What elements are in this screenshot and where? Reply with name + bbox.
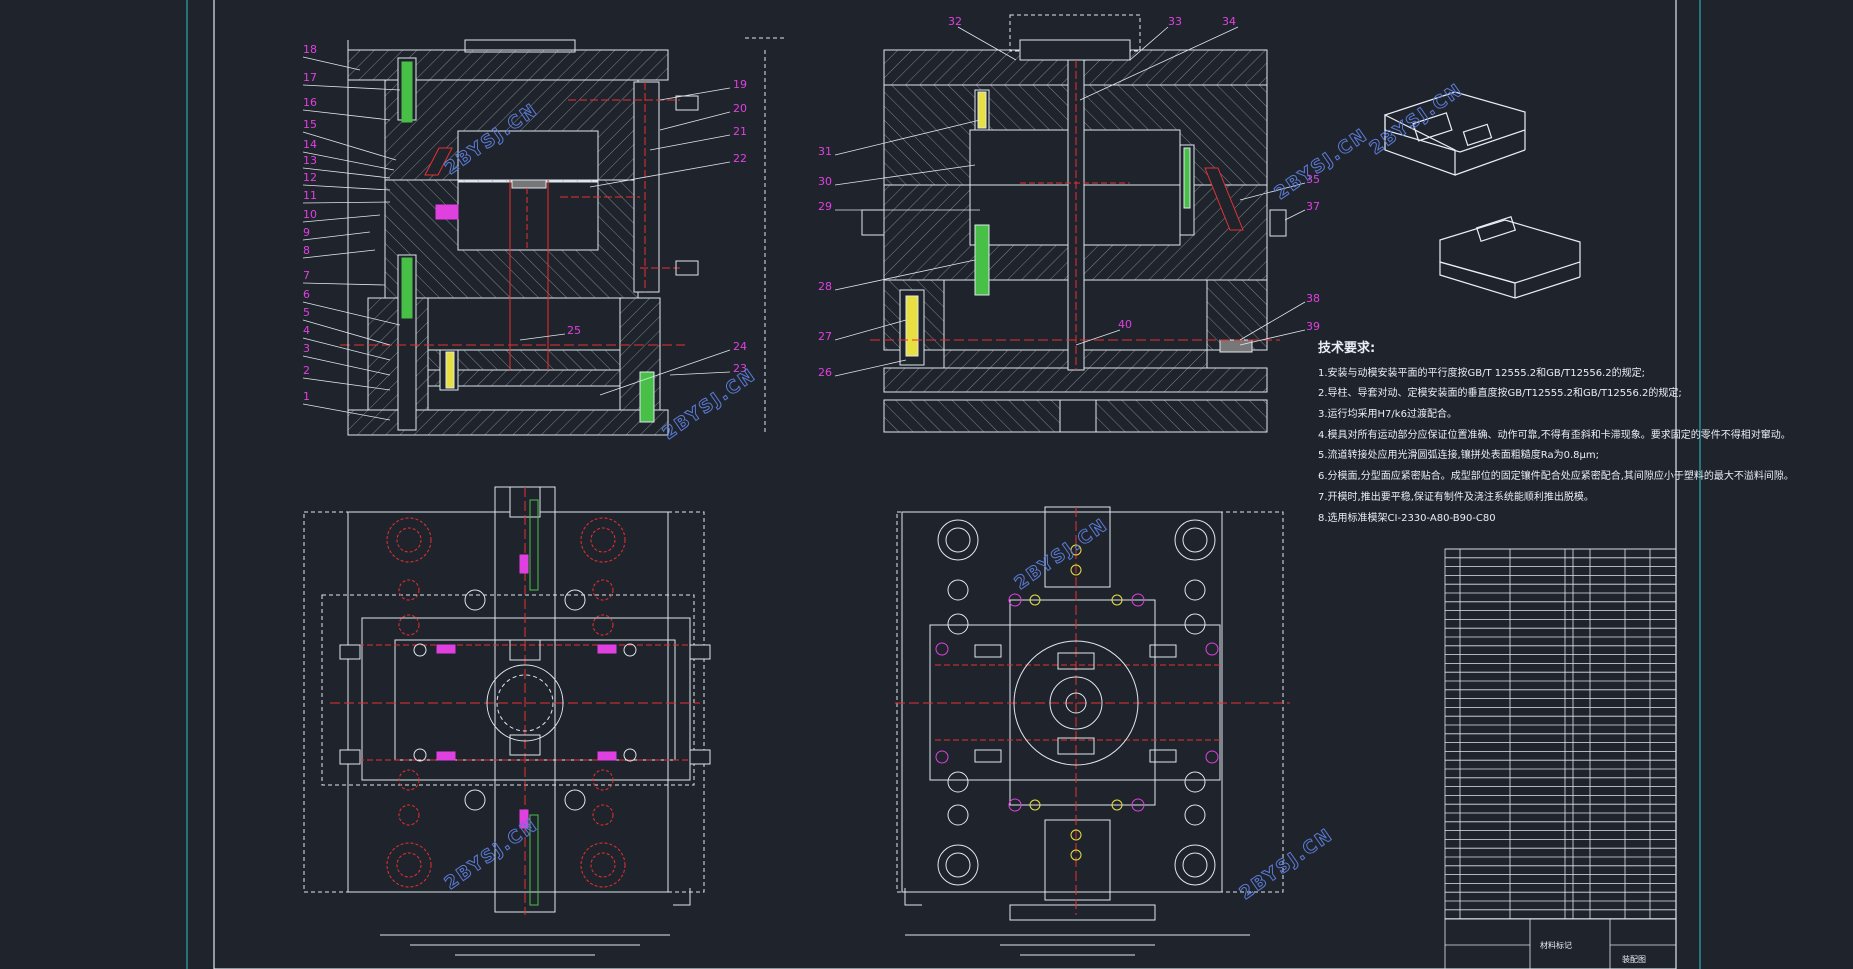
watermark: 2BYSJ.CN [441,814,542,894]
label-30: 30 [818,175,832,188]
label-38: 38 [1306,292,1320,305]
product-isometric-bottom [1439,216,1581,299]
label-27: 27 [818,330,832,343]
label-24: 24 [733,340,747,353]
watermark: 2BYSJ.CN [1236,824,1337,904]
label-29: 29 [818,200,832,213]
watermark: 2BYSJ.CN [659,364,760,444]
section-view-left [340,37,785,436]
label-20: 20 [733,102,747,115]
label-34: 34 [1222,15,1236,28]
label-28: 28 [818,280,832,293]
label-17: 17 [303,71,317,84]
product-isometric-top [1384,91,1526,176]
tech-requirement-7: 7.开模时,推出要平稳,保证有制件及浇注系统能顺利推出脱模。 [1318,490,1594,503]
watermark: 2BYSJ.CN [1366,79,1467,159]
label-16: 16 [303,96,317,109]
tech-requirements-title: 技术要求: [1318,340,1375,356]
left-view-labels: 18 17 16 15 14 13 12 11 10 9 8 7 6 5 4 3… [302,43,747,421]
title-block: 材料标记 装配图 [1444,918,1677,969]
label-4: 4 [303,324,310,337]
watermark: 2BYSJ.CN [1011,514,1112,594]
material-label: 材料标记 [1540,940,1572,950]
tech-requirement-3: 3.运行均采用H7/k6过渡配合。 [1318,407,1457,420]
label-12: 12 [303,171,317,184]
label-18: 18 [303,43,317,56]
right-view-labels: 32 33 34 31 30 29 28 27 26 35 37 38 39 4… [818,15,1320,379]
watermark: 2BYSJ.CN [1271,124,1372,204]
tech-requirement-5: 5.流道转接处应用光滑圆弧连接,镶拼处表面粗糙度Ra为0.8μm; [1318,448,1599,461]
plan-view-left [303,486,711,956]
label-23: 23 [733,362,747,375]
label-14: 14 [303,138,317,151]
tech-requirement-2: 2.导柱、导套对动、定模安装面的垂直度按GB/T12555.2和GB/T1255… [1318,386,1682,399]
tech-requirements: 技术要求: 1.安装与动模安装平面的平行度按GB/T 12555.2和GB/T1… [1318,340,1794,524]
label-15: 15 [303,118,317,131]
label-22: 22 [733,152,747,165]
label-7: 7 [303,269,310,282]
tech-requirement-8: 8.选用标准模架CI-2330-A80-B90-C80 [1318,511,1496,524]
label-10: 10 [303,208,317,221]
label-6: 6 [303,288,310,301]
label-3: 3 [303,342,310,355]
label-2: 2 [303,364,310,377]
label-32: 32 [948,15,962,28]
label-35: 35 [1306,173,1320,186]
plan-view-right [895,506,1290,956]
label-8: 8 [303,244,310,257]
drawing-name: 装配图 [1622,954,1646,964]
label-19: 19 [733,78,747,91]
sheet-frame [186,0,1701,969]
label-40: 40 [1118,318,1132,331]
tech-requirement-6: 6.分模面,分型面应紧密贴合。成型部位的固定镶件配合处应紧密配合,其间隙应小于塑… [1318,469,1794,482]
label-25: 25 [567,324,581,337]
label-33: 33 [1168,15,1182,28]
label-13: 13 [303,154,317,167]
label-1: 1 [303,390,310,403]
label-5: 5 [303,306,310,319]
tech-requirement-4: 4.模具对所有运动部分应保证位置准确、动作可靠,不得有歪斜和卡滞现象。要求固定的… [1318,428,1791,441]
label-9: 9 [303,226,310,239]
section-view-right [861,14,1287,433]
label-37: 37 [1306,200,1320,213]
label-11: 11 [303,189,317,202]
label-39: 39 [1306,320,1320,333]
tech-requirement-1: 1.安装与动模安装平面的平行度按GB/T 12555.2和GB/T12556.2… [1318,366,1645,379]
label-31: 31 [818,145,832,158]
label-21: 21 [733,125,747,138]
bill-of-materials [1444,548,1677,920]
label-26: 26 [818,366,832,379]
